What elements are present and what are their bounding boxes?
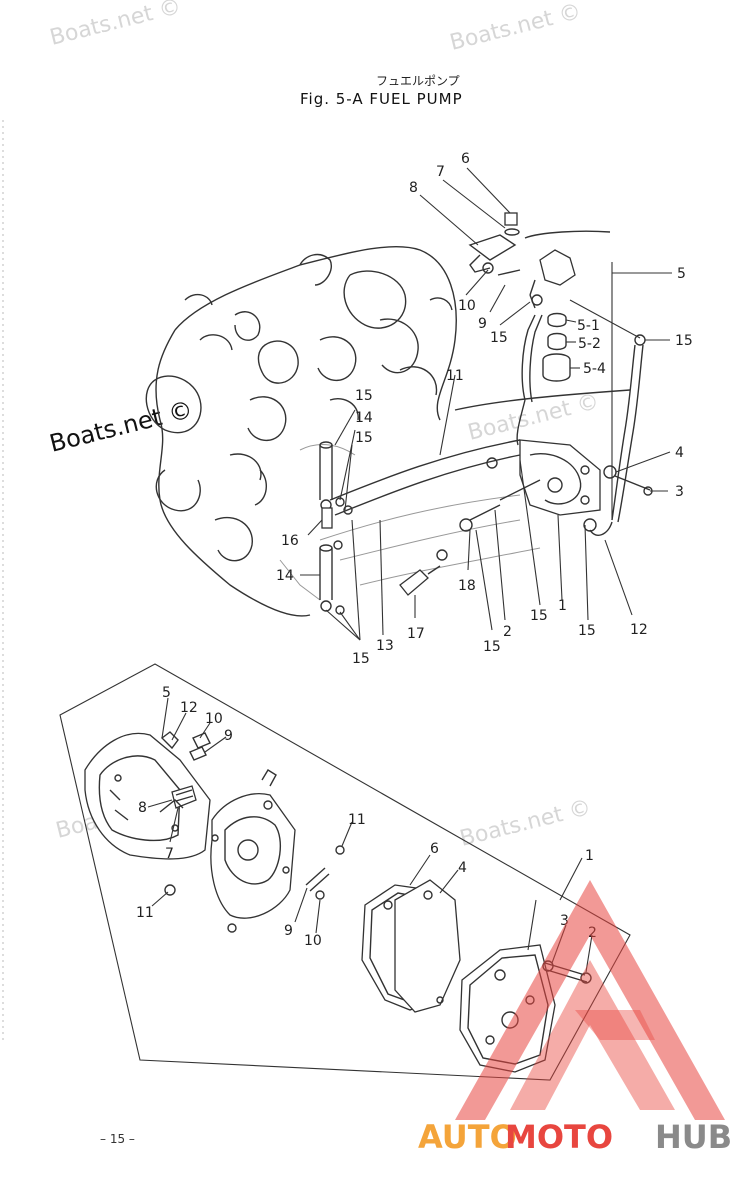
callout-5-4: 5-4 bbox=[583, 361, 606, 377]
lower-callout-10-a: 10 bbox=[205, 711, 223, 727]
callout-5-2: 5-2 bbox=[578, 336, 601, 352]
watermark-top-right: Boats.net © bbox=[447, 0, 583, 56]
japanese-title: フュエルポンプ bbox=[376, 74, 460, 88]
logo-text-auto: AUTO bbox=[418, 1118, 517, 1156]
page-number: – 15 – bbox=[100, 1132, 135, 1146]
leader-lines-upper bbox=[300, 167, 672, 641]
exploded-parts bbox=[84, 731, 592, 1073]
callout-4: 4 bbox=[675, 445, 684, 461]
callout-12: 12 bbox=[630, 622, 648, 638]
callout-18: 18 bbox=[458, 578, 476, 594]
engine-block-drawing bbox=[145, 246, 631, 617]
callout-7: 7 bbox=[436, 164, 445, 180]
callout-15-e: 15 bbox=[530, 608, 548, 624]
hoses-left bbox=[319, 441, 448, 615]
watermark-middle-right: Boats.net © bbox=[457, 795, 593, 852]
lower-callout-7: 7 bbox=[165, 846, 174, 862]
callout-5: 5 bbox=[677, 266, 686, 282]
callout-15-a: 15 bbox=[490, 330, 508, 346]
callout-3: 3 bbox=[675, 484, 684, 500]
callout-5-1: 5-1 bbox=[577, 318, 600, 334]
callout-13: 13 bbox=[376, 638, 394, 654]
lower-callout-5: 5 bbox=[162, 685, 171, 701]
callout-1: 1 bbox=[558, 598, 567, 614]
lower-callout-6: 6 bbox=[430, 841, 439, 857]
callout-10: 10 bbox=[458, 298, 476, 314]
callout-17: 17 bbox=[407, 626, 425, 642]
lower-callout-8: 8 bbox=[138, 800, 147, 816]
automotohub-logo: AUTO MOTO HUB bbox=[418, 880, 732, 1156]
callout-16: 16 bbox=[281, 533, 299, 549]
lower-callout-11-a: 11 bbox=[348, 812, 366, 828]
callout-15-b: 15 bbox=[675, 333, 693, 349]
lower-callout-9-a: 9 bbox=[224, 728, 233, 744]
logo-triangle-inner bbox=[510, 960, 675, 1110]
lower-callout-9-b: 9 bbox=[284, 923, 293, 939]
lower-callout-1: 1 bbox=[585, 848, 594, 864]
fuel-pump-upper bbox=[459, 439, 653, 532]
logo-bar bbox=[575, 1010, 655, 1040]
exploded-view-frame bbox=[59, 663, 631, 1081]
lower-callout-12: 12 bbox=[180, 700, 198, 716]
lower-callout-10-b: 10 bbox=[304, 933, 322, 949]
callout-15-g: 15 bbox=[483, 639, 501, 655]
upper-callouts: 6 7 8 5 10 9 15 5-1 15 5-2 5-4 11 15 14 … bbox=[276, 151, 693, 667]
lower-callout-3: 3 bbox=[560, 913, 569, 929]
lower-callout-4: 4 bbox=[458, 860, 467, 876]
callout-15-d: 15 bbox=[355, 430, 373, 446]
figure-title: Fig. 5-A FUEL PUMP bbox=[300, 90, 463, 108]
lower-callouts: 5 12 10 9 8 7 11 6 4 1 11 9 10 3 2 bbox=[136, 685, 597, 949]
callout-15-h: 15 bbox=[352, 651, 370, 667]
callout-9: 9 bbox=[478, 316, 487, 332]
logo-text-moto: MOTO bbox=[505, 1118, 613, 1156]
callout-8: 8 bbox=[409, 180, 418, 196]
watermark-left-dark: Boats.net © bbox=[47, 395, 196, 458]
lower-callout-11-b: 11 bbox=[136, 905, 154, 921]
callout-11: 11 bbox=[446, 368, 464, 384]
callout-15-f: 15 bbox=[578, 623, 596, 639]
logo-text-hub: HUB bbox=[655, 1118, 732, 1156]
callout-14-a: 14 bbox=[355, 410, 373, 426]
fuel-filter-assembly bbox=[468, 212, 646, 536]
logo-triangle-outer bbox=[455, 880, 725, 1120]
callout-2: 2 bbox=[503, 624, 512, 640]
callout-15-c: 15 bbox=[355, 388, 373, 404]
callout-6: 6 bbox=[461, 151, 470, 167]
callout-14-b: 14 bbox=[276, 568, 294, 584]
watermark-top-left: Boats.net © bbox=[47, 0, 183, 51]
